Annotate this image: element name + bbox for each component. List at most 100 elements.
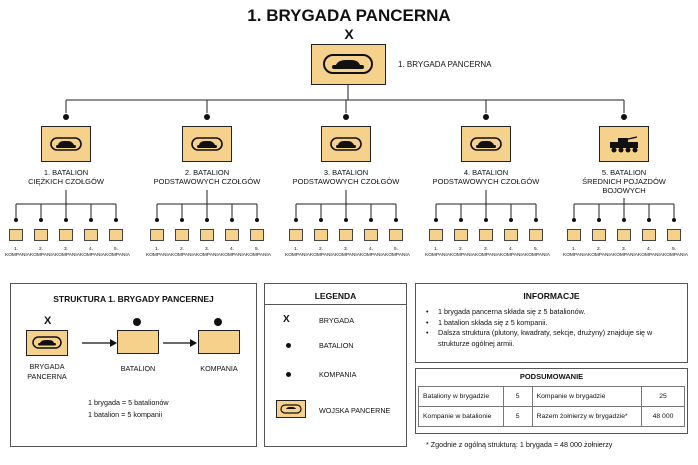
battalion-unit-box bbox=[461, 126, 511, 162]
company-unit-box bbox=[150, 229, 164, 241]
summary-cell: 25 bbox=[641, 386, 685, 407]
structure-title: STRUKTURA 1. BRYGADY PANCERNEJ bbox=[53, 294, 214, 304]
structure-arrows bbox=[82, 339, 197, 347]
battalion-label: 3. BATALION PODSTAWOWYCH CZOŁGÓW bbox=[292, 168, 400, 186]
company-label: 1. KOMPANIA bbox=[425, 247, 450, 258]
company-unit-box bbox=[592, 229, 606, 241]
structure-brigade-label: BRYGADA PANCERNA bbox=[27, 362, 67, 381]
legend-company-label: KOMPANIA bbox=[319, 370, 357, 379]
tank-icon bbox=[32, 336, 62, 349]
ifv-icon bbox=[610, 136, 638, 153]
company-unit-box bbox=[289, 229, 303, 241]
company-unit-box bbox=[389, 229, 403, 241]
company-unit-box bbox=[250, 229, 264, 241]
company-unit-box bbox=[567, 229, 581, 241]
company-dot bbox=[230, 218, 234, 222]
legend-title: LEGENDA bbox=[314, 291, 357, 301]
tank-icon bbox=[50, 137, 82, 151]
company-label: 2. KOMPANIA bbox=[450, 247, 475, 258]
company-dot bbox=[64, 218, 68, 222]
company-dot bbox=[459, 218, 463, 222]
brigade-symbol: X bbox=[344, 26, 354, 42]
company-label: 4. KOMPANIA bbox=[80, 247, 105, 258]
company-dot bbox=[484, 218, 488, 222]
company-dot bbox=[205, 218, 209, 222]
legend-armor-box bbox=[276, 400, 306, 418]
company-dot bbox=[89, 218, 93, 222]
company-unit-box bbox=[225, 229, 239, 241]
company-dot bbox=[647, 218, 651, 222]
summary-cell: Bataliony w brygadzie bbox=[418, 386, 504, 407]
company-unit-box bbox=[200, 229, 214, 241]
company-label: 3. KOMPANIA bbox=[55, 247, 80, 258]
company-dot bbox=[180, 218, 184, 222]
brigade-unit-box bbox=[311, 44, 386, 85]
company-dot bbox=[255, 218, 259, 222]
legend-brigade-symbol: X bbox=[283, 314, 290, 325]
company-label: 2. KOMPANIA bbox=[310, 247, 335, 258]
brigade-label: 1. BRYGADA PANCERNA bbox=[398, 60, 492, 69]
battalion-dot bbox=[204, 114, 210, 120]
company-dot bbox=[344, 218, 348, 222]
legend-armor-label: WOJSKA PANCERNE bbox=[319, 406, 391, 415]
company-label: 1. KOMPANIA bbox=[285, 247, 310, 258]
summary-cell: 5 bbox=[502, 406, 533, 427]
company-label: 4. KOMPANIA bbox=[500, 247, 525, 258]
company-label: 5. KOMPANIA bbox=[105, 247, 130, 258]
battalion-unit-box bbox=[41, 126, 91, 162]
company-label: 5. KOMPANIA bbox=[663, 247, 688, 258]
info-list: •1 brygada pancerna składa się z 5 batal… bbox=[426, 307, 681, 349]
company-label: 4. KOMPANIA bbox=[360, 247, 385, 258]
info-title: INFORMACJE bbox=[523, 291, 580, 301]
structure-battalion-label: BATALION bbox=[120, 364, 156, 373]
company-unit-box bbox=[109, 229, 123, 241]
company-unit-box bbox=[314, 229, 328, 241]
company-unit-box bbox=[529, 229, 543, 241]
company-dot bbox=[434, 218, 438, 222]
company-unit-box bbox=[479, 229, 493, 241]
company-label: 3. KOMPANIA bbox=[335, 247, 360, 258]
structure-note-1: 1 brygada = 5 batalionów bbox=[88, 398, 169, 407]
tank-icon bbox=[191, 137, 223, 151]
battalion-dot bbox=[63, 114, 69, 120]
page-title: 1. BRYGADA PANCERNA bbox=[247, 6, 451, 25]
company-unit-box bbox=[59, 229, 73, 241]
tank-icon bbox=[330, 137, 362, 151]
structure-note-2: 1 batalion = 5 kompanii bbox=[88, 410, 163, 419]
tank-icon bbox=[470, 137, 502, 151]
company-dot bbox=[622, 218, 626, 222]
company-unit-box bbox=[84, 229, 98, 241]
company-unit-box bbox=[175, 229, 189, 241]
company-unit-box bbox=[667, 229, 681, 241]
legend-divider bbox=[264, 304, 407, 305]
info-panel bbox=[415, 283, 688, 363]
summary-row: Bataliony w brygadzie 5 Kompanie w bryga… bbox=[418, 386, 685, 407]
company-dot bbox=[394, 218, 398, 222]
company-dot bbox=[294, 218, 298, 222]
structure-company-box bbox=[198, 330, 240, 354]
company-unit-box bbox=[364, 229, 378, 241]
tank-icon bbox=[280, 404, 302, 414]
company-label: 4. KOMPANIA bbox=[221, 247, 246, 258]
company-label: 3. KOMPANIA bbox=[613, 247, 638, 258]
battalion-dot bbox=[343, 114, 349, 120]
company-label: 4. KOMPANIA bbox=[638, 247, 663, 258]
tank-icon bbox=[323, 54, 373, 74]
legend-panel bbox=[264, 283, 407, 447]
battalion-label: 1. BATALION CIĘŻKICH CZOŁGÓW bbox=[28, 168, 104, 186]
battalion-label: 2. BATALION PODSTAWOWYCH CZOŁGÓW bbox=[153, 168, 261, 186]
battalion-dot bbox=[621, 114, 627, 120]
structure-company-dot bbox=[214, 318, 222, 326]
info-bullet-2: •1 batalion składa się z 5 kompanii. bbox=[426, 317, 548, 327]
company-dot bbox=[39, 218, 43, 222]
battalion-dot bbox=[483, 114, 489, 120]
info-bullet-3: •Dalsza struktura (plutony, kwadraty, se… bbox=[426, 328, 653, 348]
summary-cell: Kompanie w batalionie bbox=[418, 406, 504, 427]
legend-company-dot bbox=[286, 372, 291, 377]
structure-brigade-box bbox=[26, 330, 68, 356]
summary-title: PODSUMOWANIE bbox=[519, 372, 584, 381]
structure-battalion-box bbox=[117, 330, 159, 354]
summary-cell: Razem żołnierzy w brygadzie* bbox=[531, 406, 643, 427]
summary-footnote: * Zgodnie z ogólną strukturą: 1 brygada … bbox=[426, 440, 613, 449]
summary-table: Bataliony w brygadzie 5 Kompanie w bryga… bbox=[418, 386, 685, 427]
